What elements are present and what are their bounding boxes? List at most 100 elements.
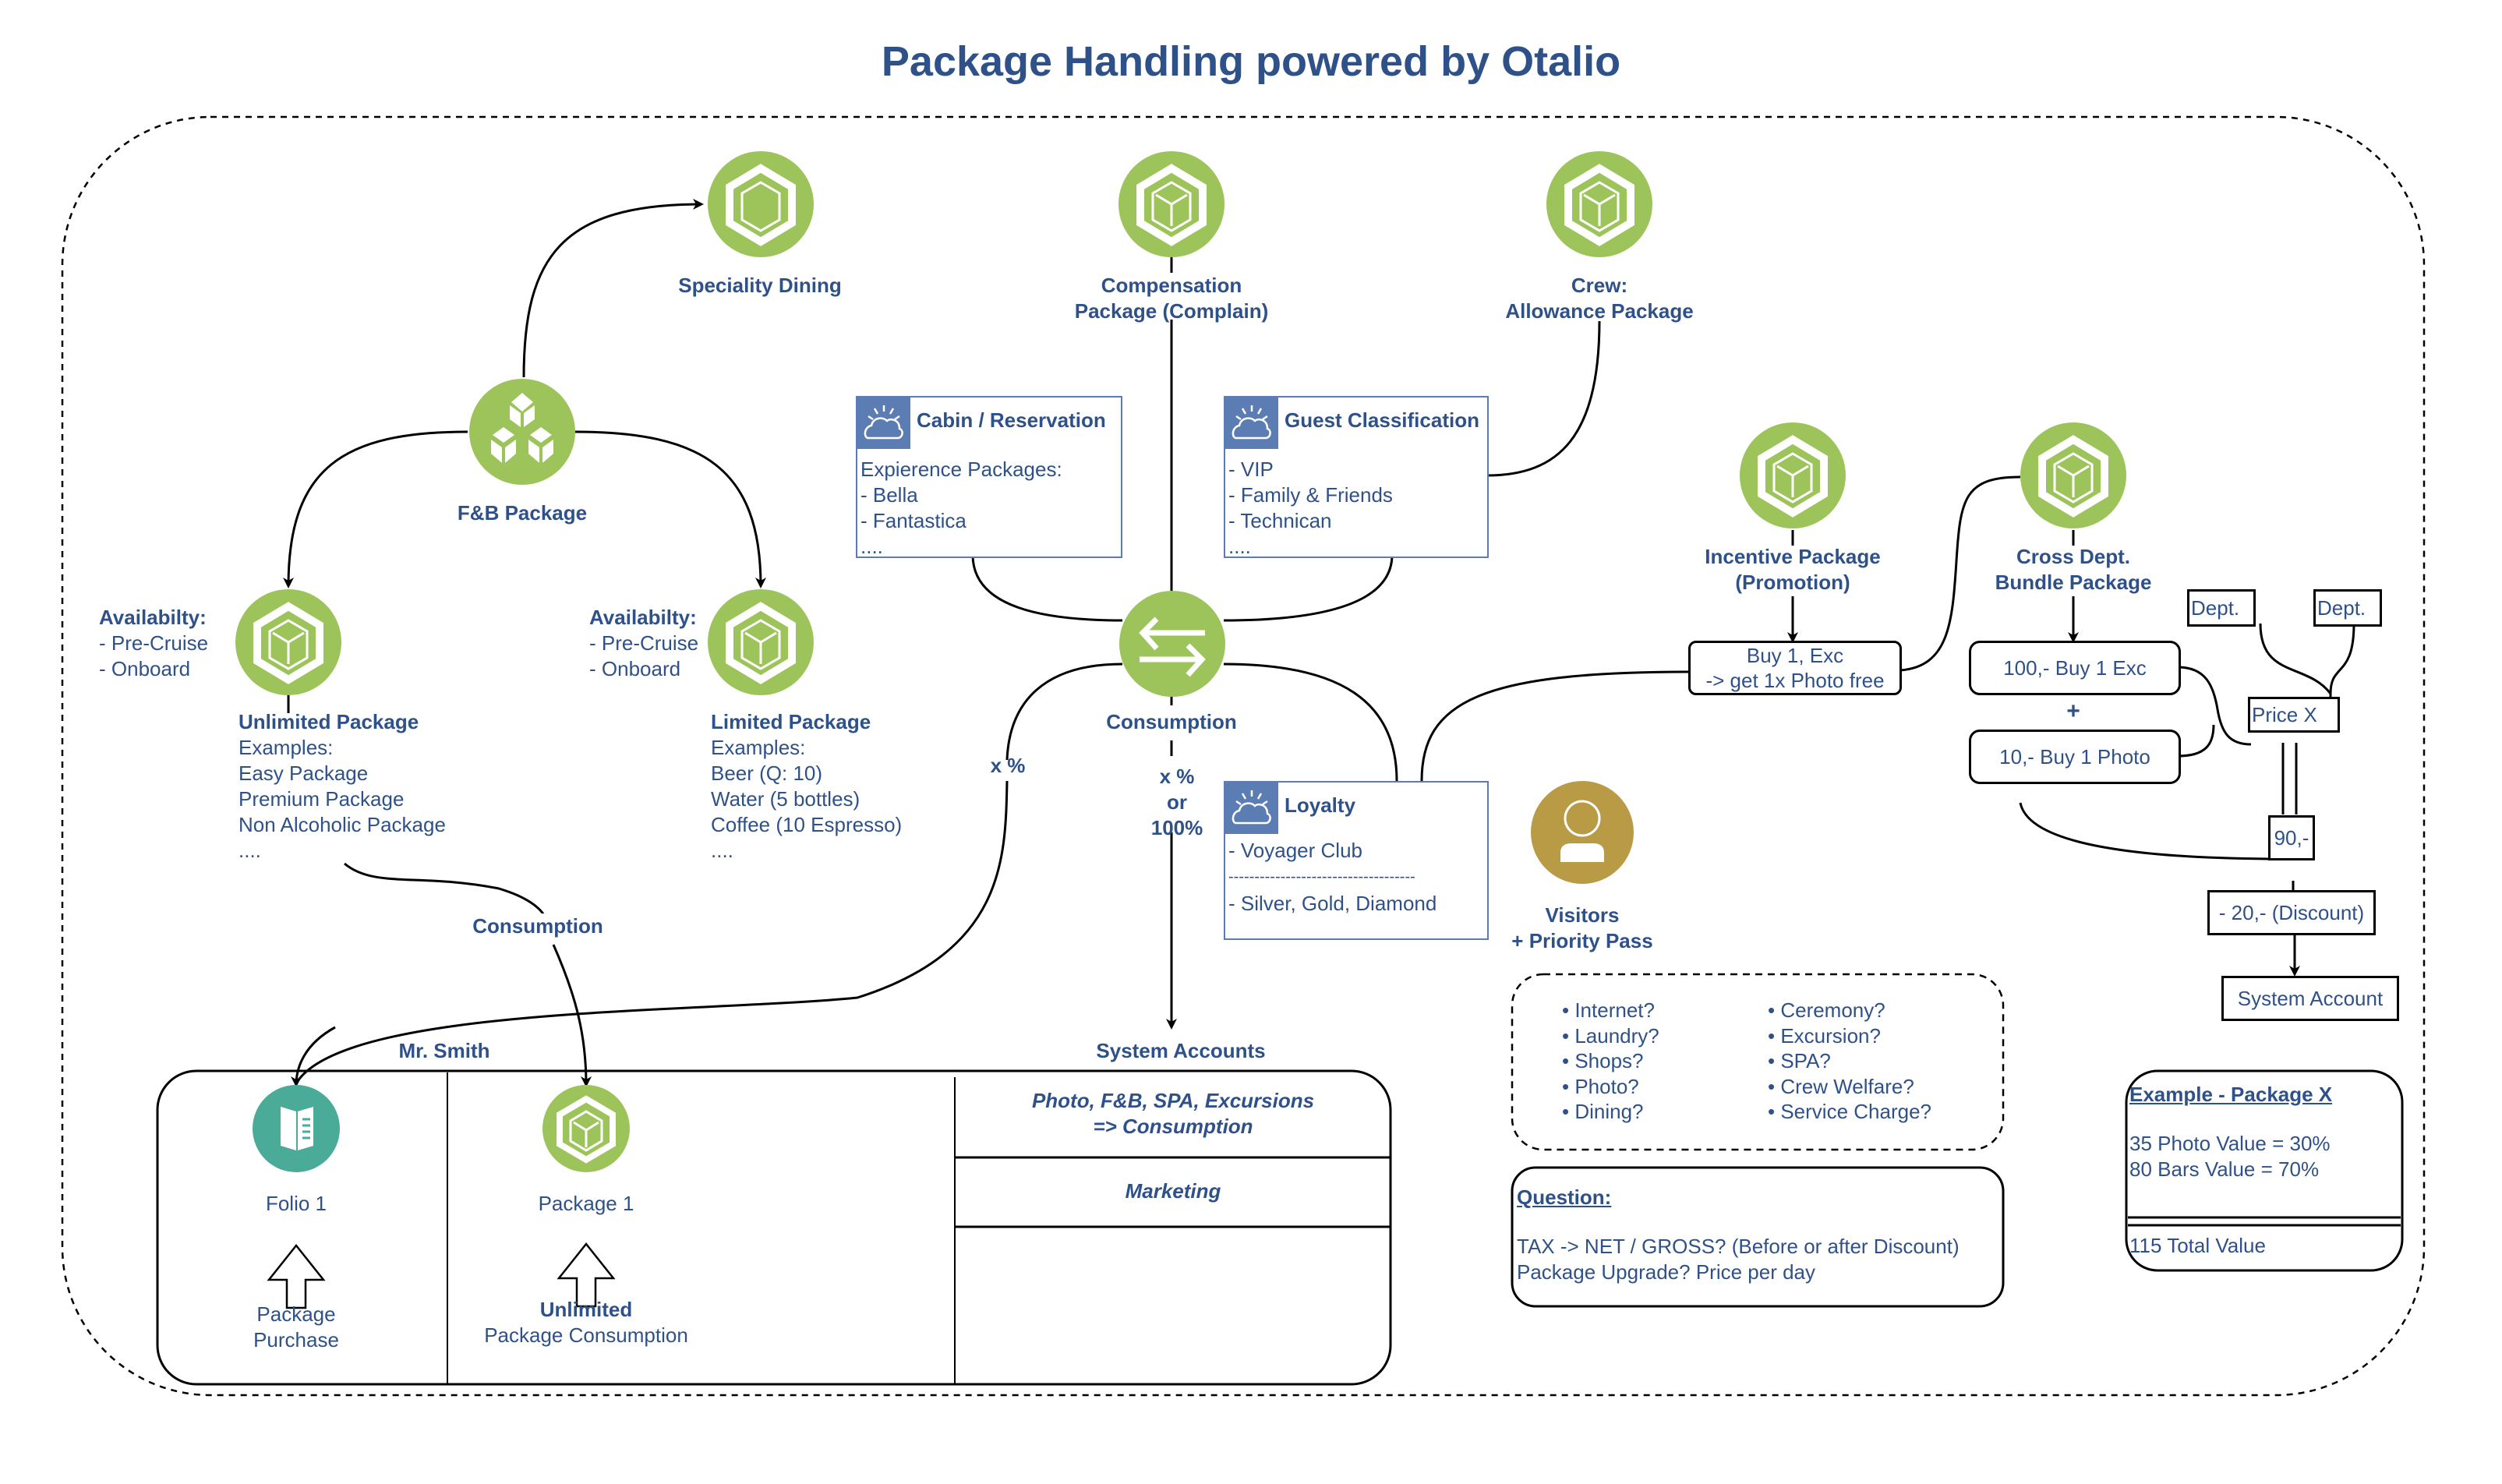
service-item: • Shops? [1562,1049,1644,1072]
consumption-label: Consumption [1106,710,1237,733]
box-line: - Technican [1228,509,1332,532]
caption-line: Package [256,1302,336,1326]
edge-loyalty-to-promo [1420,670,1691,782]
edge-consumption-to-loyalty [1223,662,1398,782]
availability-item: - Onboard [99,657,191,680]
box-line: - Voyager Club [1228,839,1362,862]
x-percent-left-label: x % [990,754,1026,777]
label-line: Allowance Package [1505,299,1694,323]
services-box [1511,973,2005,1151]
question-box [1511,1166,2005,1308]
consumption-arrow [557,1242,616,1308]
row-line: => Consumption [1093,1115,1253,1138]
dept-text: Dept. [2317,595,2366,620]
price-x-box[interactable]: Price X [2248,697,2340,733]
row-line: Photo, F&B, SPA, Excursions [1031,1089,1315,1112]
edge-guest-to-consumption [1223,554,1394,622]
services-col-1: • Internet? • Laundry? • Shops? • Photo?… [1562,998,1659,1125]
availability-item: - Pre-Cruise [99,631,209,655]
incentive-package-node[interactable] [1740,422,1846,528]
consumption-lower-label: Consumption [460,913,616,939]
fb-package-label: F&B Package [457,501,588,525]
edge-promo-to-bundle [1899,475,2021,672]
detail-line: Examples: [239,736,334,759]
loyalty-box[interactable]: Loyalty - Voyager Club -----------------… [1224,781,1489,940]
package-box-icon [1758,435,1828,518]
folio-caption: Package Purchase [218,1302,374,1353]
caption-line: Package Consumption [484,1323,688,1347]
cabin-box-title: Cabin / Reservation [917,408,1106,432]
dept-box-1[interactable]: Dept. [2187,589,2256,627]
purchase-arrow [267,1243,326,1309]
package-box-icon [1136,164,1207,246]
service-item: • Crew Welfare? [1768,1074,1914,1098]
label-line: x % [1159,765,1195,788]
detail-line: Coffee (10 Espresso) [711,813,903,836]
consumption-node[interactable] [1119,591,1225,697]
edge-cabin-to-consumption [971,554,1123,622]
visitors-node[interactable] [1531,781,1634,884]
detail-line: Examples: [711,736,806,759]
label-line: Bundle Package [1995,571,2152,594]
unlimited-package-details: Unlimited Package Examples: Easy Package… [239,709,446,864]
photo-price-box[interactable]: 10,- Buy 1 Photo [1969,730,2181,784]
discount-box[interactable]: - 20,- (Discount) [2207,890,2376,935]
package-1-label: Package 1 [538,1192,634,1215]
exc-price-box[interactable]: 100,- Buy 1 Exc [1969,641,2181,695]
discount-text: - 20,- (Discount) [2218,900,2365,924]
service-item: • Service Charge? [1768,1100,1931,1123]
compensation-node[interactable] [1118,151,1224,257]
example-title: Example - Package X [2129,1083,2333,1106]
cabin-reservation-box[interactable]: Cabin / Reservation Expierence Packages:… [856,396,1122,558]
speciality-dining-node[interactable] [708,151,814,257]
folio-node[interactable] [253,1085,340,1172]
label-line: Compensation [1101,274,1242,297]
loyalty-box-body: - Voyager Club -------------------------… [1228,837,1437,917]
cross-dept-bundle-node[interactable] [2020,422,2126,528]
availability-title: Availabilty: [99,606,207,629]
box-divider: ------------------------------------ [1228,868,1415,885]
cloud-sun-icon [857,398,910,449]
limited-package-node[interactable] [708,589,814,695]
box-line: - Family & Friends [1228,483,1393,507]
book-icon [281,1107,313,1150]
label-line: Crew: [1571,274,1628,297]
box-line: .... [1228,535,1251,558]
edge-consumption-to-folio [295,662,1123,1084]
label-line: 100% [1150,816,1203,839]
folio-label: Folio 1 [265,1192,327,1215]
cloud-sun-icon [1225,398,1278,449]
caption-line: Purchase [253,1328,339,1352]
system-account-box[interactable]: System Account [2221,976,2399,1021]
services-col-2: • Ceremony? • Excursion? • SPA? • Crew W… [1768,998,1931,1125]
package-box-icon [726,602,796,684]
guest-box-title: Guest Classification [1285,408,1479,432]
box-line: Expierence Packages: [861,458,1062,481]
promo-box[interactable]: Buy 1, Exc -> get 1x Photo free [1688,641,1902,695]
limited-package-title: Limited Package [711,710,871,733]
example-content: Example - Package X 35 Photo Value = 30%… [2129,1082,2332,1182]
fb-package-node[interactable] [469,379,575,485]
question-title: Question: [1517,1185,1612,1209]
service-item: • Dining? [1562,1100,1644,1123]
system-account-row-empty[interactable] [956,1228,1391,1381]
dept-text: Dept. [2191,595,2240,620]
unlimited-package-title: Unlimited Package [239,710,419,733]
box-line: - Fantastica [861,509,967,532]
detail-line: Easy Package [239,761,369,785]
unlimited-package-node[interactable] [235,589,341,695]
dept-box-2[interactable]: Dept. [2313,589,2382,627]
edge-fb-to-speciality [522,199,704,378]
ninety-box[interactable]: 90,- [2268,815,2315,860]
cloud-sun-icon [1225,783,1278,834]
package-1-node[interactable] [542,1085,630,1172]
crew-allowance-node[interactable] [1546,151,1652,257]
service-item: • Photo? [1562,1074,1639,1098]
service-item: • Ceremony? [1768,998,1885,1022]
system-account-row-marketing[interactable]: Marketing [1125,1179,1221,1203]
system-account-row-consumption[interactable]: Photo, F&B, SPA, Excursions => Consumpti… [956,1088,1391,1140]
outer-container [61,115,2426,1397]
ninety-text: 90,- [2274,825,2309,850]
guest-classification-box[interactable]: Guest Classification - VIP - Family & Fr… [1224,396,1489,558]
system-account-text: System Account [2237,986,2384,1010]
